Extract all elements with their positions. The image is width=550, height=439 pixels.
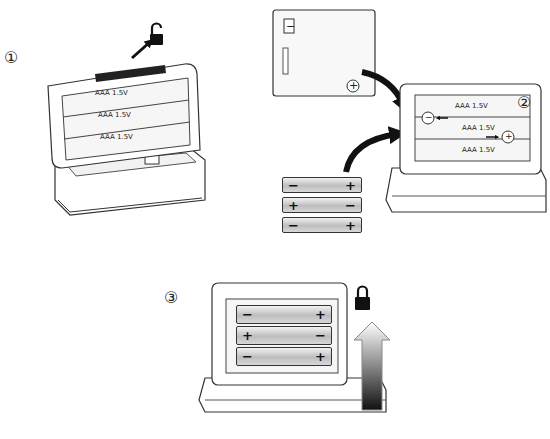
polarity-mark bbox=[502, 131, 514, 143]
case-lid bbox=[400, 84, 541, 174]
polarity-arrow bbox=[486, 136, 497, 138]
case-lid bbox=[48, 64, 200, 168]
battery: −+ bbox=[282, 217, 362, 233]
polarity-sign: − bbox=[288, 219, 299, 232]
polarity-sign: − bbox=[315, 329, 326, 342]
battery-marking: AAA 1.5V bbox=[462, 147, 495, 154]
battery: −+ bbox=[282, 177, 362, 193]
unlocked-icon bbox=[150, 34, 163, 45]
close-arrow bbox=[354, 322, 390, 410]
battery-bay bbox=[62, 78, 190, 160]
polarity-sign: + bbox=[315, 308, 326, 321]
insert-arrow bbox=[346, 134, 398, 172]
polarity-sign: − bbox=[286, 21, 295, 32]
case-base-edge bbox=[392, 196, 546, 197]
unlocked-icon bbox=[152, 24, 161, 35]
polarity-sign: − bbox=[345, 199, 356, 212]
polarity-sign: − bbox=[425, 113, 433, 122]
battery-marking: AAA 1.5V bbox=[98, 112, 131, 119]
battery-marking: AAA 1.5V bbox=[462, 125, 495, 132]
battery: −+ bbox=[236, 347, 332, 366]
polarity-sign: + bbox=[242, 329, 253, 342]
polarity-mark bbox=[347, 80, 359, 92]
polarity-sign: + bbox=[505, 132, 513, 141]
insert-arrow bbox=[362, 72, 404, 106]
step-number: ③ bbox=[164, 290, 178, 306]
polarity-sign: + bbox=[345, 179, 356, 192]
battery: +− bbox=[236, 326, 332, 345]
polarity-sign: − bbox=[242, 308, 253, 321]
step-number: ① bbox=[4, 50, 18, 66]
locked-icon bbox=[358, 287, 367, 298]
locked-icon bbox=[355, 297, 370, 310]
battery: +− bbox=[282, 197, 362, 213]
latch bbox=[95, 65, 166, 82]
polarity-sign: + bbox=[288, 199, 299, 212]
cover-slot bbox=[283, 48, 288, 74]
case-base-edge bbox=[205, 400, 386, 401]
open-arrow bbox=[132, 42, 150, 58]
polarity-mark bbox=[422, 112, 434, 124]
polarity-sign: − bbox=[288, 179, 299, 192]
battery: −+ bbox=[236, 305, 332, 324]
polarity-sign: + bbox=[315, 350, 326, 363]
battery-bay bbox=[226, 299, 338, 373]
polarity-sign: − bbox=[242, 350, 253, 363]
battery-marking: AAA 1.5V bbox=[95, 90, 128, 97]
case-base-edge bbox=[58, 198, 202, 212]
polarity-sign: + bbox=[345, 219, 356, 232]
step-number: ② bbox=[517, 95, 531, 111]
polarity-arrow bbox=[438, 117, 448, 119]
battery-marking: AAA 1.5V bbox=[455, 103, 488, 110]
battery-marking: AAA 1.5V bbox=[100, 134, 133, 141]
battery-cover bbox=[273, 10, 375, 96]
battery-bay bbox=[415, 95, 530, 161]
polarity-sign: + bbox=[349, 80, 358, 91]
case-lid bbox=[212, 283, 347, 385]
